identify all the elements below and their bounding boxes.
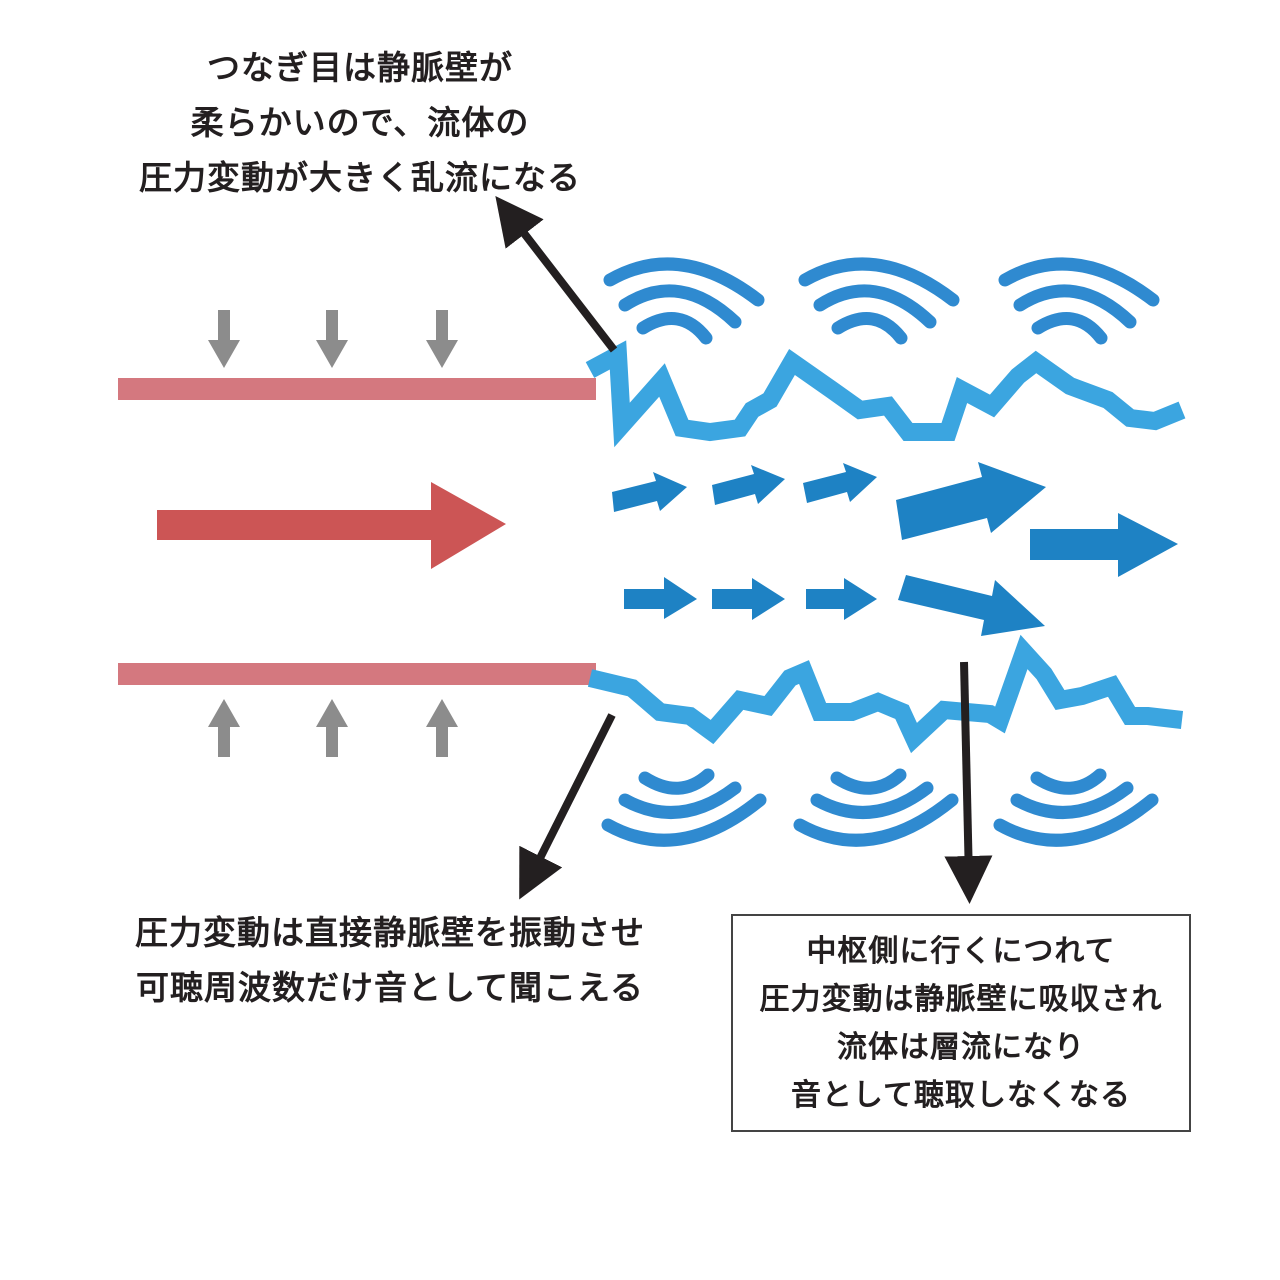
lower-vessel-wall [118, 663, 596, 685]
annotation-line: 圧力変動は直接静脈壁を振動させ [135, 913, 645, 952]
flow-arrow [806, 578, 877, 620]
pressure-arrow [208, 310, 240, 368]
upper-vessel-wall [118, 378, 596, 400]
annotation-line: つなぎ目は静脈壁が [207, 48, 513, 87]
annotation-line: 柔らかいので、流体の [190, 103, 530, 142]
sound-wave-group [793, 768, 959, 847]
annotation-box: 中枢側に行くにつれて 圧力変動は静脈壁に吸収され 流体は層流になり 音として聴取… [731, 914, 1191, 1132]
annotation-line: 流体は層流になり [837, 1030, 1085, 1065]
sound-wave-group [993, 768, 1159, 847]
annotation-top: つなぎ目は静脈壁が 柔らかいので、流体の 圧力変動が大きく乱流になる [100, 40, 620, 205]
flow-arrow [803, 463, 877, 503]
inflow-arrow [157, 482, 506, 569]
flow-arrow [1030, 513, 1178, 577]
sound-wave-group [603, 257, 765, 345]
flow-arrow [712, 465, 785, 505]
flow-arrow [898, 575, 1045, 636]
flow-arrow [712, 578, 785, 620]
flow-arrow [612, 472, 687, 512]
upper-turbulent-wall [585, 340, 1186, 448]
pressure-arrow [316, 310, 348, 368]
annotation-line: 圧力変動は静脈壁に吸収され [759, 982, 1163, 1017]
annotation-line: 音として聴取しなくなる [790, 1078, 1132, 1113]
annotation-line: 可聴周波数だけ音として聞こえる [135, 968, 645, 1007]
pressure-arrow [426, 699, 458, 757]
pressure-arrow [426, 310, 458, 368]
flow-arrow [624, 577, 697, 619]
sound-wave-group [798, 257, 960, 345]
sound-wave-group [601, 768, 767, 847]
pressure-arrows-bottom [208, 699, 458, 757]
pressure-arrow [316, 699, 348, 757]
pressure-arrow [208, 699, 240, 757]
annotation-line: 中枢側に行くにつれて [806, 934, 1116, 969]
pointer-arrow-top [495, 195, 618, 353]
annotation-bottom-left: 圧力変動は直接静脈壁を振動させ 可聴周波数だけ音として聞こえる [100, 905, 680, 1015]
sound-waves-bottom [601, 768, 1159, 847]
pointer-arrow-bottom-left [519, 713, 616, 900]
flow-arrows [612, 462, 1178, 636]
sound-waves-top [603, 257, 1160, 345]
annotation-line: 圧力変動が大きく乱流になる [139, 158, 581, 197]
pressure-arrows-top [208, 310, 458, 368]
pointer-arrow-bottom-right [944, 661, 993, 904]
lower-turbulent-wall [587, 634, 1184, 754]
sound-wave-group [998, 257, 1160, 345]
flow-arrow [896, 462, 1046, 540]
